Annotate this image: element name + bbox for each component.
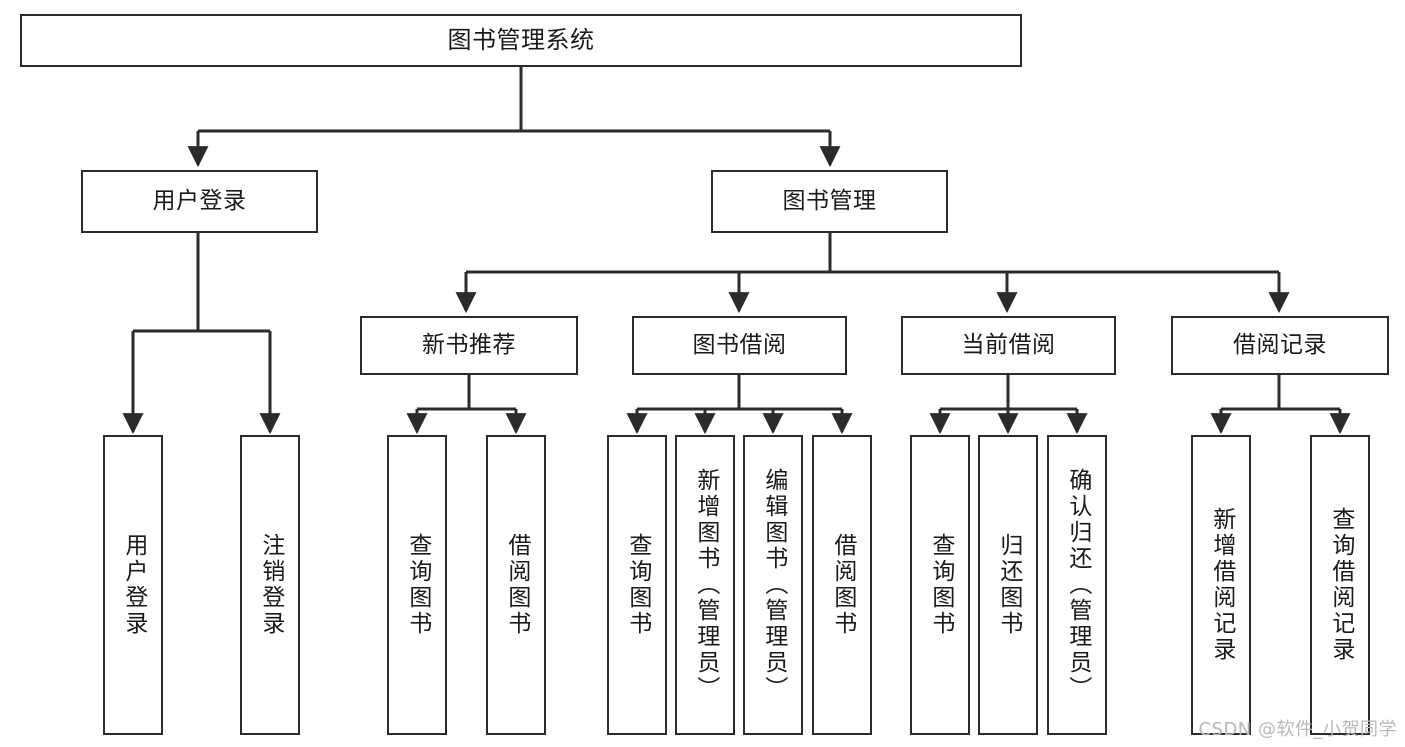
leaf-query-book-3[interactable]: 查询图书	[910, 435, 970, 735]
leaf-borrow-book-1[interactable]: 借阅图书	[486, 435, 546, 735]
leaf-add-book[interactable]: 新增图书（管理员）	[675, 435, 735, 735]
node-label: 查询图书	[624, 533, 651, 637]
leaf-query-record[interactable]: 查询借阅记录	[1310, 435, 1370, 735]
leaf-edit-book[interactable]: 编辑图书（管理员）	[743, 435, 803, 735]
node-label: 归还图书	[995, 533, 1022, 637]
node-label: 注销登录	[257, 533, 284, 637]
leaf-user-logout[interactable]: 注销登录	[240, 435, 300, 735]
node-root-system[interactable]: 图书管理系统	[20, 14, 1022, 67]
node-new-book-recommend[interactable]: 新书推荐	[360, 316, 578, 375]
node-label: 确认归还（管理员）	[1064, 468, 1091, 702]
leaf-user-login[interactable]: 用户登录	[103, 435, 163, 735]
node-label: 当前借阅	[961, 331, 1056, 358]
node-label: 用户登录	[152, 187, 247, 214]
leaf-confirm-return[interactable]: 确认归还（管理员）	[1047, 435, 1107, 735]
node-label: 图书管理系统	[447, 26, 595, 55]
node-label: 新书推荐	[422, 331, 516, 358]
node-label: 用户登录	[120, 533, 147, 637]
csdn-watermark: CSDN @软件_小贺同学	[1198, 719, 1397, 740]
node-label: 借阅图书	[503, 533, 530, 637]
node-user-login[interactable]: 用户登录	[81, 170, 318, 233]
node-label: 查询图书	[927, 533, 954, 637]
node-label: 编辑图书（管理员）	[760, 468, 787, 702]
node-label: 查询借阅记录	[1327, 507, 1354, 663]
node-current-borrow[interactable]: 当前借阅	[901, 316, 1116, 375]
leaf-query-book-2[interactable]: 查询图书	[607, 435, 667, 735]
node-book-borrow[interactable]: 图书借阅	[632, 316, 847, 375]
node-label: 借阅图书	[829, 533, 856, 637]
node-label: 图书管理	[782, 187, 877, 214]
leaf-return-book[interactable]: 归还图书	[978, 435, 1038, 735]
leaf-query-book-1[interactable]: 查询图书	[387, 435, 447, 735]
node-borrow-record[interactable]: 借阅记录	[1171, 316, 1389, 375]
node-book-manage[interactable]: 图书管理	[711, 170, 948, 233]
node-label: 图书借阅	[692, 331, 787, 358]
leaf-add-record[interactable]: 新增借阅记录	[1191, 435, 1251, 735]
node-label: 查询图书	[404, 533, 431, 637]
node-label: 借阅记录	[1233, 331, 1327, 358]
node-label: 新增借阅记录	[1208, 507, 1235, 663]
leaf-borrow-book-2[interactable]: 借阅图书	[812, 435, 872, 735]
node-label: 新增图书（管理员）	[692, 468, 719, 702]
